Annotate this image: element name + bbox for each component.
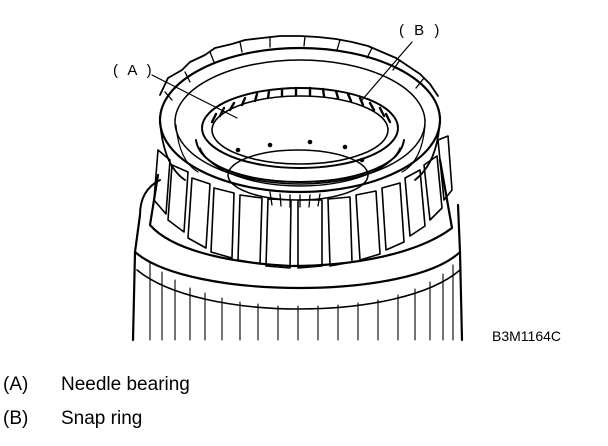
callout-b: ( B ) [399,22,443,39]
needle-bearing [201,86,399,169]
callout-a: ( A ) [113,62,155,79]
drum-inner [158,46,442,194]
spline-ring [148,35,454,269]
legend-key: (A) [3,374,29,395]
leader-line-b [361,41,413,101]
legend-label: Needle bearing [61,374,190,395]
inner-hub [227,139,369,208]
legend-label: Snap ring [61,408,143,429]
figure-code: B3M1164C [492,328,562,344]
legend-key: (B) [3,408,29,429]
snap-ring [195,139,405,187]
drum-body [131,179,464,342]
leader-line-a [151,74,238,119]
